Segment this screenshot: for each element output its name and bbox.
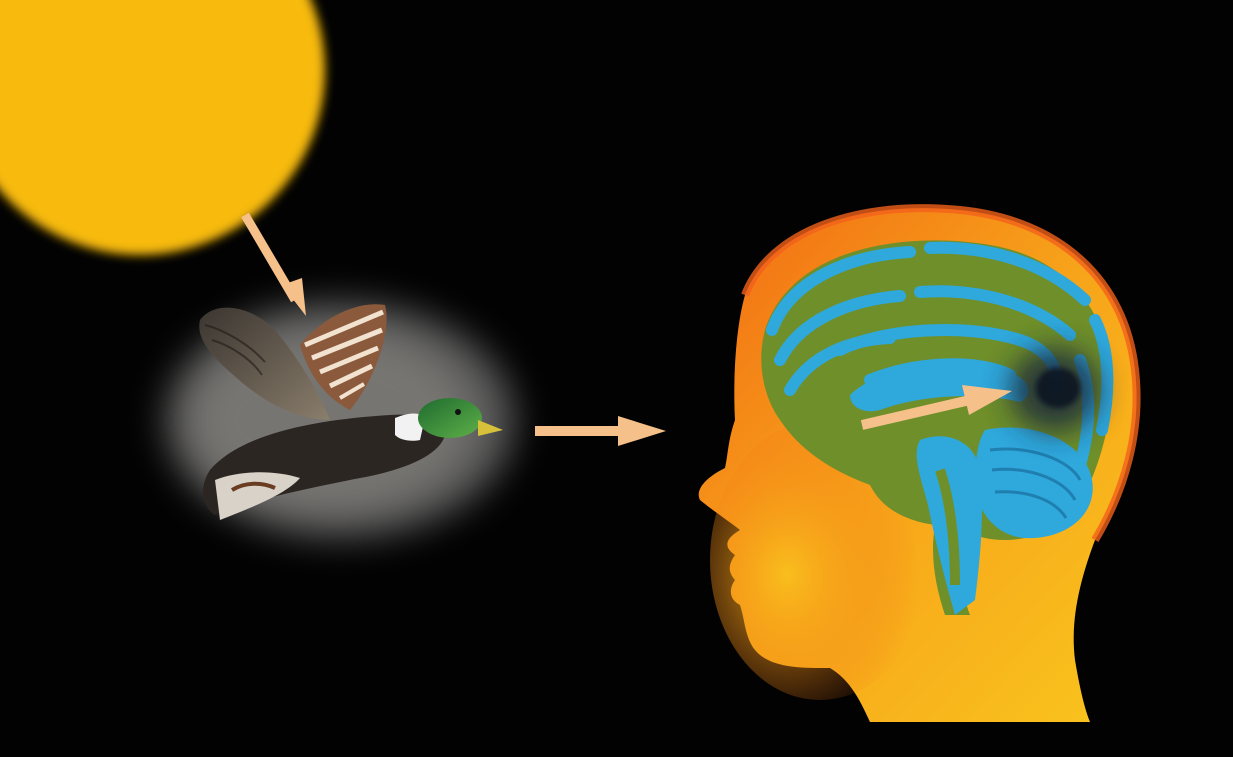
arrow-sun-to-duck <box>245 215 306 316</box>
head <box>699 208 1137 722</box>
duck <box>165 302 515 538</box>
pineal-region <box>1010 348 1100 432</box>
sun <box>0 0 325 255</box>
arrow-duck-to-head <box>535 416 666 446</box>
